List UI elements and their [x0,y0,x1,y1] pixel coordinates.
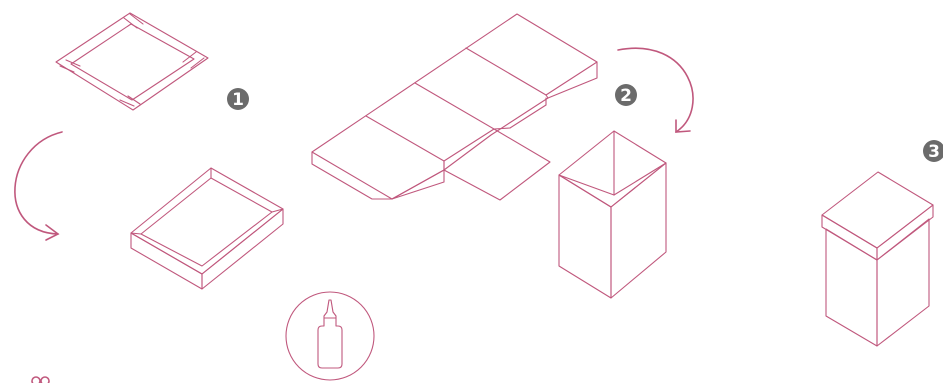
svg-text:1: 1 [232,90,244,110]
svg-text:3: 3 [928,142,940,162]
curved-arrow-icon [14,131,63,241]
folded-tray [130,167,284,290]
step-3-badge: 3 [923,140,943,162]
svg-text:2: 2 [620,86,632,106]
closed-box [821,171,934,347]
step2-flat-template [311,13,598,201]
step-2-badge: 2 [615,84,637,106]
brand-mark-icon [31,376,50,383]
step1-flat-template [55,12,209,111]
glue-bottle-icon [285,291,375,381]
folded-box-body [558,130,667,299]
step-1-badge: 1 [227,88,249,110]
curved-arrow-icon-2 [617,47,694,133]
